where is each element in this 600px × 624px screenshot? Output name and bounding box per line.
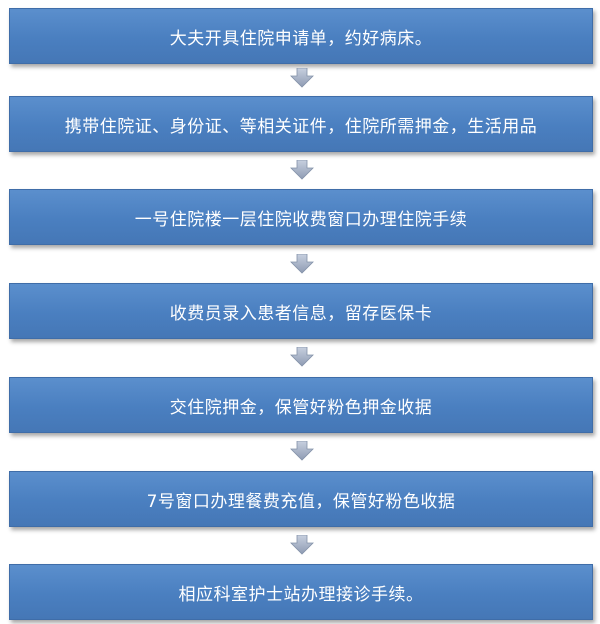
step-box-4: 收费员录入患者信息，留存医保卡 bbox=[9, 283, 593, 339]
step-label-2: 携带住院证、身份证、等相关证件，住院所需押金，生活用品 bbox=[64, 116, 538, 137]
step-label-5: 交住院押金，保管好粉色押金收据 bbox=[169, 397, 433, 418]
step-label-4: 收费员录入患者信息，留存医保卡 bbox=[169, 303, 433, 324]
step-box-5: 交住院押金，保管好粉色押金收据 bbox=[9, 377, 593, 433]
arrow-down-icon bbox=[290, 347, 314, 367]
step-box-7: 相应科室护士站办理接诊手续。 bbox=[9, 564, 593, 620]
arrow-down-icon bbox=[290, 68, 314, 88]
step-box-2: 携带住院证、身份证、等相关证件，住院所需押金，生活用品 bbox=[9, 96, 593, 152]
step-box-1: 大夫开具住院申请单，约好病床。 bbox=[9, 8, 593, 64]
step-label-7: 相应科室护士站办理接诊手续。 bbox=[178, 584, 424, 605]
arrow-down-icon bbox=[290, 535, 314, 555]
step-label-1: 大夫开具住院申请单，约好病床。 bbox=[169, 28, 433, 49]
arrow-down-icon bbox=[290, 160, 314, 180]
step-label-3: 一号住院楼一层住院收费窗口办理住院手续 bbox=[134, 209, 468, 230]
arrow-down-icon bbox=[290, 254, 314, 274]
step-label-6: 7号窗口办理餐费充值，保管好粉色收据 bbox=[146, 491, 456, 512]
step-box-6: 7号窗口办理餐费充值，保管好粉色收据 bbox=[9, 471, 593, 527]
arrow-down-icon bbox=[290, 441, 314, 461]
step-box-3: 一号住院楼一层住院收费窗口办理住院手续 bbox=[9, 189, 593, 245]
